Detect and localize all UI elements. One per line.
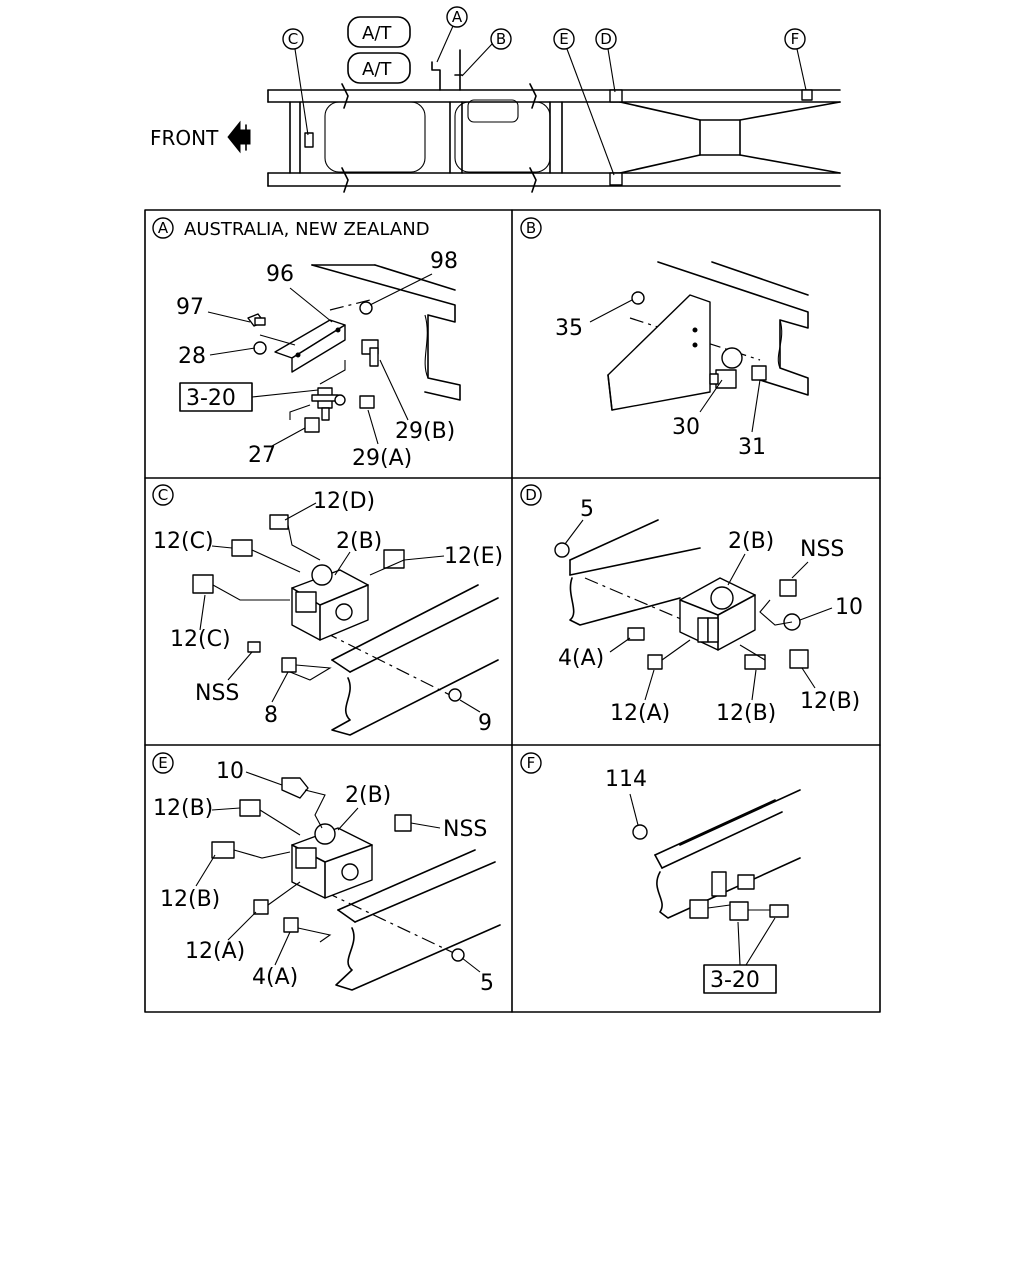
label-2b: 2(B): [345, 783, 391, 808]
label-4a: 4(A): [558, 646, 604, 671]
svg-text:E: E: [559, 30, 568, 48]
label-96: 96: [266, 262, 294, 287]
panel-b-marker: B: [526, 219, 536, 237]
label-28: 28: [178, 344, 206, 369]
panel-e-marker: E: [158, 754, 167, 772]
label-12a: 12(A): [185, 939, 245, 964]
front-label: FRONT: [150, 126, 219, 150]
label-nss: NSS: [443, 817, 487, 842]
at-label-1: A/T: [362, 23, 392, 44]
label-29b: 29(B): [395, 419, 455, 444]
panel-a-marker: A: [158, 219, 169, 237]
overview-marker-b: B: [461, 28, 512, 77]
label-30: 30: [672, 415, 700, 440]
overview-marker-f: F: [784, 28, 807, 91]
label-12c-bottom: 12(C): [170, 627, 231, 652]
panel-grid: [144, 209, 881, 1013]
svg-text:A: A: [452, 8, 463, 26]
label-12b-bottom: 12(B): [160, 887, 220, 912]
label-nss: NSS: [195, 681, 239, 706]
label-10: 10: [835, 595, 863, 620]
panel-f: F 114 3-20: [520, 752, 801, 994]
overview-marker-a: A: [436, 6, 468, 63]
svg-text:D: D: [600, 30, 612, 48]
label-31: 31: [738, 435, 766, 460]
label-3-20: 3-20: [710, 968, 760, 993]
front-arrow-icon: [227, 120, 251, 154]
label-12c-top: 12(C): [153, 529, 214, 554]
svg-text:C: C: [288, 30, 298, 48]
label-114: 114: [605, 767, 647, 792]
overview-marker-d: D: [595, 28, 617, 93]
label-98: 98: [430, 249, 458, 274]
label-5: 5: [580, 497, 594, 522]
label-12e: 12(E): [444, 544, 503, 569]
panel-d-marker: D: [525, 486, 537, 504]
panel-c: C 12(D) 12(C) 2(B) 12(E) 12(C) NSS 8: [152, 484, 503, 736]
label-27: 27: [248, 443, 276, 468]
label-12b-right: 12(B): [800, 689, 860, 714]
overview-marker-e: E: [553, 28, 615, 176]
panel-f-marker: F: [527, 754, 536, 772]
svg-text:B: B: [496, 30, 506, 48]
label-2b: 2(B): [728, 529, 774, 554]
svg-text:F: F: [791, 30, 800, 48]
at-label-2: A/T: [362, 59, 392, 80]
label-5: 5: [480, 971, 494, 996]
panel-d: D 5 2(B) NSS 10 4(A) 12(A) 12(B) 12(: [520, 484, 863, 726]
panel-a: A AUSTRALIA, NEW ZEALAND 96 98 9: [152, 217, 461, 471]
label-12b-left: 12(B): [716, 701, 776, 726]
label-8: 8: [264, 703, 278, 728]
label-3-20: 3-20: [186, 386, 236, 411]
overview-marker-c: C: [282, 28, 309, 136]
label-2b: 2(B): [336, 529, 382, 554]
label-4a: 4(A): [252, 965, 298, 990]
chassis-overview: FRONT A/T A/T A: [150, 6, 841, 193]
panel-b: B 35 30 31: [520, 217, 809, 460]
label-97: 97: [176, 295, 204, 320]
label-9: 9: [478, 711, 492, 736]
panel-a-title: AUSTRALIA, NEW ZEALAND: [184, 219, 430, 240]
panel-c-marker: C: [158, 486, 168, 504]
label-12a: 12(A): [610, 701, 670, 726]
label-35: 35: [555, 316, 583, 341]
label-10: 10: [216, 759, 244, 784]
label-12d: 12(D): [313, 489, 375, 514]
label-12b-top: 12(B): [153, 796, 213, 821]
panel-e: E 10 2(B) 12(B) NSS 12(B) 12(A) 4(A): [152, 752, 501, 996]
label-nss: NSS: [800, 537, 844, 562]
label-29a: 29(A): [352, 446, 412, 471]
